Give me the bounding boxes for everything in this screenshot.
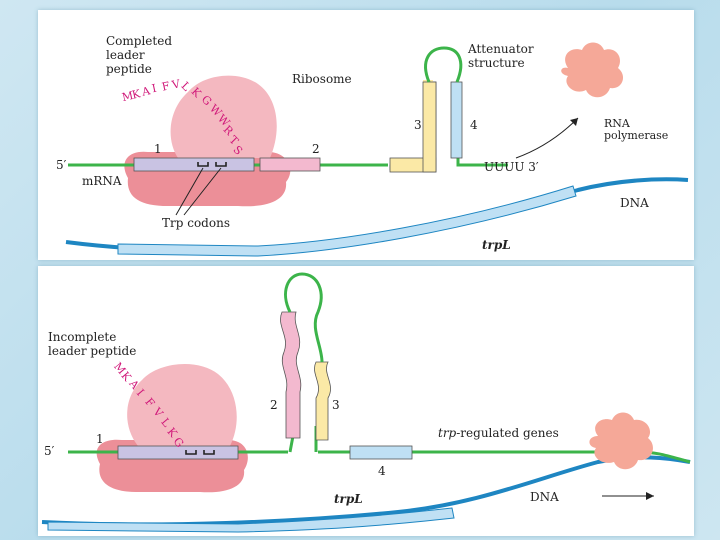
top-trp-codon-bracket xyxy=(197,162,209,167)
top-region-2-box xyxy=(259,157,321,172)
top-region-4-label: 4 xyxy=(470,118,478,132)
top-ribosome-label: Ribosome xyxy=(292,72,352,86)
top-attenuator xyxy=(388,46,463,173)
top-region-1-label: 1 xyxy=(154,142,162,156)
top-rna-polymerase-label: RNA polymerase xyxy=(604,117,669,142)
top-region-1-box xyxy=(133,157,255,172)
top-region-2-label: 2 xyxy=(312,142,320,156)
bottom-panel: Incomplete leader peptide 1 2 3 4 5′ trp… xyxy=(38,266,694,536)
bottom-rna-polymerase xyxy=(589,412,653,470)
top-trpL-gene xyxy=(117,185,577,257)
bottom-region-3-label: 3 xyxy=(332,398,340,412)
top-trp-codon-bracket xyxy=(215,162,227,167)
bottom-trpL-gene xyxy=(47,507,455,533)
top-mrna-label: mRNA xyxy=(82,174,122,188)
top-trpL-label: trpL xyxy=(482,238,511,252)
bottom-region-4-label: 4 xyxy=(378,464,386,478)
bottom-incomplete-leader-peptide-label: Incomplete leader peptide xyxy=(48,330,137,358)
bottom-five-prime-label: 5′ xyxy=(44,444,55,458)
bottom-region-2-label: 2 xyxy=(270,398,278,412)
bottom-region-1-box xyxy=(117,445,239,460)
top-five-prime-label: 5′ xyxy=(56,158,67,172)
top-dna-label: DNA xyxy=(620,196,649,210)
bottom-diagram xyxy=(41,272,691,533)
bottom-region-4-box xyxy=(349,445,413,460)
top-trp-codons-label: Trp codons xyxy=(162,216,230,230)
top-diagram xyxy=(65,42,689,257)
bottom-trpL-label: trpL xyxy=(334,492,363,506)
top-attenuator-label: Attenuator structure xyxy=(468,42,534,70)
bottom-region-1-label: 1 xyxy=(96,432,104,446)
top-completed-leader-peptide-label: Completed leader peptide xyxy=(106,34,173,76)
bottom-stem-loop-2-3 xyxy=(280,272,331,441)
top-rna-polymerase xyxy=(561,42,624,98)
top-region-3-label: 3 xyxy=(414,118,422,132)
bottom-trp-regulated-genes-label: trp-regulated genes xyxy=(438,426,559,440)
top-panel: Completed leader peptide Ribosome Attenu… xyxy=(38,10,694,260)
bottom-dna-label: DNA xyxy=(530,490,559,504)
top-uuuu-label: UUUU 3′ xyxy=(484,160,539,174)
